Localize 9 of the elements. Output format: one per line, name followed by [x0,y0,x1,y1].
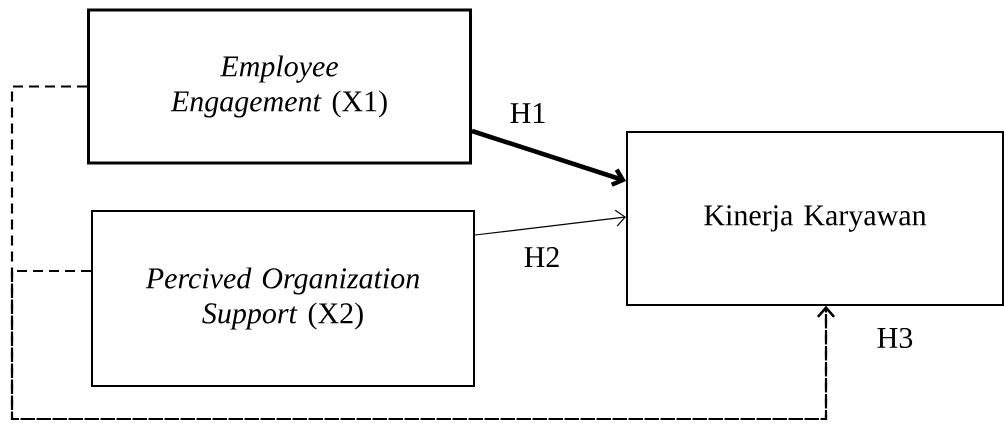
variable-box: Employee Engagement (X1) [87,8,472,165]
variable-box: Kinerja Karyawan [626,131,1004,306]
edge-label: H2 [522,246,562,268]
variable-box: Percived Organization Support (X2) [91,210,475,387]
arrow [471,128,626,187]
edge-label: H1 [508,102,548,124]
arrow [474,209,626,236]
edge-label: H3 [875,326,915,350]
arrow [10,269,835,421]
